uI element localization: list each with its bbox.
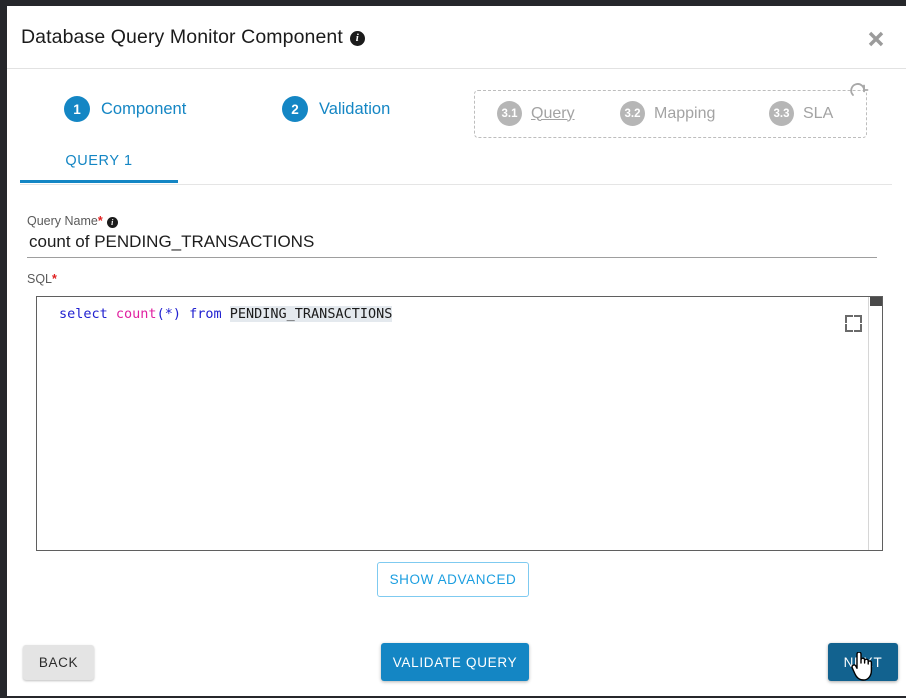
query-name-label: Query Name*i: [27, 214, 118, 228]
dialog-database-query-monitor: Database Query Monitor Component i 1 Comp…: [7, 6, 906, 696]
validate-query-button[interactable]: VALIDATE QUERY: [381, 643, 529, 681]
expand-corner-tr: [854, 315, 862, 323]
step-label-component: Component: [101, 99, 187, 118]
tab-query-1-label: QUERY 1: [65, 152, 133, 169]
dialog-title-text: Database Query Monitor Component: [21, 26, 343, 48]
substep-number-33: 3.3: [769, 101, 794, 126]
sql-editor[interactable]: select count(*) from PENDING_TRANSACTION…: [36, 296, 883, 551]
step-validation[interactable]: 2 Validation: [282, 96, 390, 122]
sql-label: SQL*: [27, 272, 57, 286]
query-name-label-text: Query Name: [27, 214, 98, 228]
expand-corner-br: [854, 324, 862, 332]
substep-group: 3.1 Query 3.2 Mapping 3.3 SLA: [474, 83, 869, 138]
substep-mapping[interactable]: 3.2 Mapping: [620, 101, 715, 126]
step-component[interactable]: 1 Component: [64, 96, 186, 122]
info-icon[interactable]: i: [349, 31, 365, 46]
tab-query-1[interactable]: QUERY 1: [20, 141, 178, 183]
sql-required-marker: *: [52, 272, 57, 286]
substep-label-mapping: Mapping: [654, 104, 716, 122]
sql-token-close-paren: ): [172, 306, 181, 322]
query-tabs: QUERY 1: [20, 141, 892, 185]
query-name-required-marker: *: [97, 214, 103, 228]
expand-corner-tl: [845, 315, 853, 323]
sql-token-open-paren: (: [156, 306, 165, 322]
back-button[interactable]: BACK: [23, 645, 94, 680]
step-number-2: 2: [282, 96, 308, 122]
close-icon[interactable]: [862, 25, 890, 53]
refresh-icon[interactable]: [848, 81, 870, 103]
sql-token-select: select: [59, 306, 108, 322]
expand-corner-bl: [845, 324, 853, 332]
sql-editor-scroll-thumb[interactable]: [870, 297, 882, 306]
query-name-info-icon[interactable]: i: [106, 217, 118, 228]
sql-token-from: from: [189, 306, 222, 322]
sql-label-text: SQL: [27, 272, 53, 286]
sql-editor-scrollbar[interactable]: [868, 297, 882, 550]
substep-query[interactable]: 3.1 Query: [497, 101, 575, 126]
substep-label-sla: SLA: [803, 104, 834, 122]
step-number-1: 1: [64, 96, 90, 122]
substep-number-32: 3.2: [620, 101, 645, 126]
substep-number-31: 3.1: [497, 101, 522, 126]
step-label-validation: Validation: [319, 99, 391, 118]
page-title: Database Query Monitor Component i: [21, 26, 365, 49]
substep-label-query: Query: [531, 104, 575, 122]
wizard-stepper: 1 Component 2 Validation 3.1 Query 3.2 M…: [7, 68, 906, 138]
sql-token-count: count: [115, 306, 157, 322]
dialog-footer: BACK VALIDATE QUERY NEXT: [7, 621, 906, 696]
dialog-header: Database Query Monitor Component i: [7, 6, 906, 69]
sql-token-star: *: [164, 306, 173, 322]
expand-icon[interactable]: [845, 315, 862, 332]
sql-token-table: PENDING_TRANSACTIONS: [229, 306, 393, 322]
sql-code-line: select count(*) from PENDING_TRANSACTION…: [59, 305, 393, 323]
substep-sla[interactable]: 3.3 SLA: [769, 101, 833, 126]
next-button[interactable]: NEXT: [828, 643, 898, 681]
query-name-input[interactable]: [27, 230, 877, 258]
show-advanced-button[interactable]: SHOW ADVANCED: [377, 562, 529, 597]
